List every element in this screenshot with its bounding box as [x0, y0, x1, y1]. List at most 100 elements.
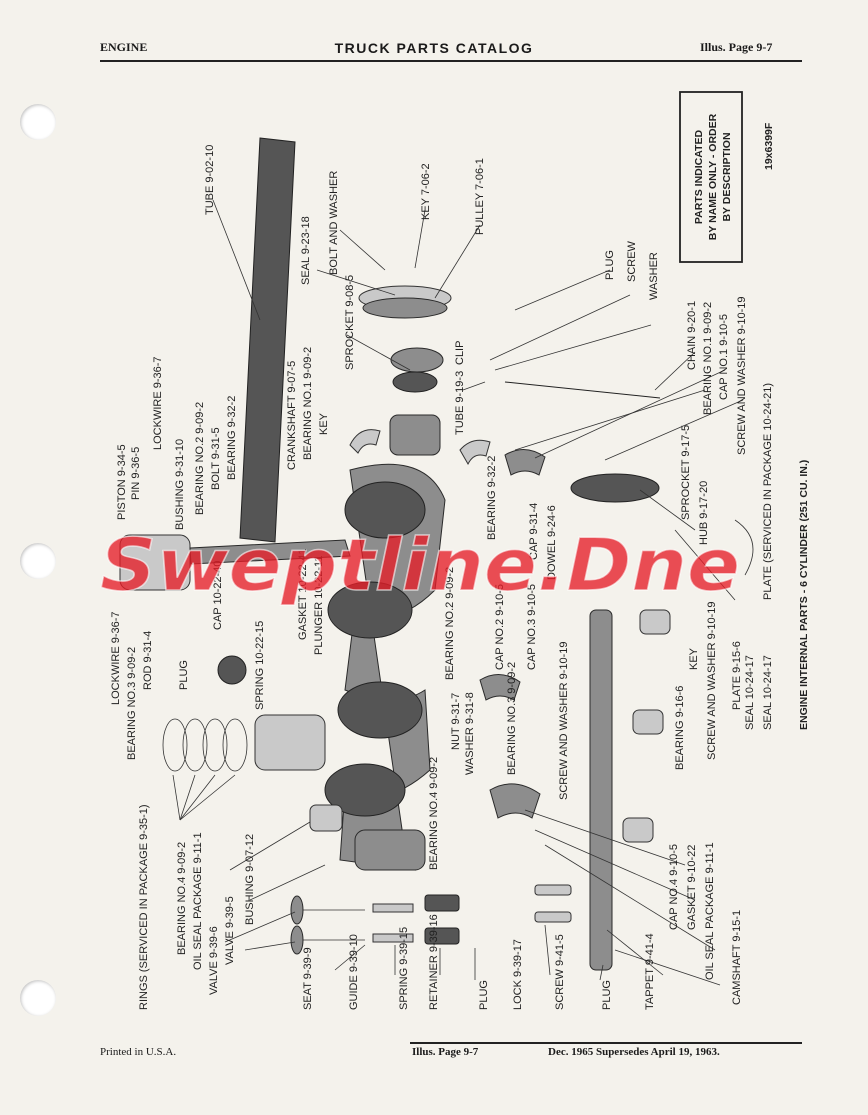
tube-part — [239, 137, 296, 543]
label-bearing-916: BEARING 9-16-6 — [674, 686, 686, 770]
main-bearing-cap-4 — [489, 783, 541, 819]
label-screw-941: SCREW 9-41-5 — [554, 934, 566, 1010]
label-pulley: PULLEY 7-06-1 — [474, 158, 486, 235]
label-clip: CLIP — [454, 341, 466, 365]
footer-page-number: Illus. Page 9-7 — [412, 1046, 479, 1058]
label-valve-395: VALVE 9-39-5 — [224, 896, 236, 965]
valve-guide-1 — [372, 903, 414, 913]
cam-sprocket-part — [570, 473, 660, 503]
label-plate-serviced: PLATE (SERVICED IN PACKAGE 10-24-21) — [762, 383, 774, 600]
valve-spring-2 — [424, 927, 460, 945]
label-camshaft: CAMSHAFT 9-15-1 — [731, 910, 743, 1005]
label-tube-919: TUBE 9-19-3 — [454, 371, 466, 435]
label-seat: SEAT 9-39-9 — [302, 947, 314, 1010]
parts-illustration — [119, 137, 754, 971]
valve-spring-1 — [424, 894, 460, 912]
label-cap-no4: CAP NO.4 9-10-5 — [668, 844, 680, 930]
label-spring-939: SPRING 9-39-15 — [398, 927, 410, 1010]
label-rod: ROD 9-31-4 — [142, 631, 154, 690]
label-dowel: DOWEL 9-24-6 — [546, 505, 558, 580]
label-crankshaft: CRANKSHAFT 9-07-5 — [286, 361, 298, 470]
label-bushing-907: BUSHING 9-07-12 — [244, 834, 256, 925]
illustration-page-number: Illus. Page 9-7 — [700, 40, 773, 54]
label-key-706: KEY 7-06-2 — [420, 163, 432, 220]
label-bearing-no1-right: BEARING NO.1 9-09-2 — [702, 302, 714, 415]
label-bearing-no2-mid: BEARING NO.2 9-09-2 — [444, 567, 456, 680]
pulley-groove-part — [362, 297, 448, 319]
main-bearing-cap-3 — [479, 674, 521, 701]
label-nut: NUT 9-31-7 — [450, 693, 462, 750]
footer-date: Dec. 1965 Supersedes April 19, 1963. — [548, 1046, 720, 1058]
label-gasket-1022: GASKET 10-22-41 — [297, 548, 309, 640]
label-retainer: RETAINER 9-39-16 — [428, 914, 440, 1010]
catalog-title: TRUCK PARTS CATALOG — [334, 40, 534, 56]
label-plug-bottom-b: PLUG — [601, 980, 613, 1010]
ring-4 — [222, 718, 248, 772]
label-washer-top: WASHER — [648, 252, 660, 300]
label-cap-931: CAP 9-31-4 — [528, 503, 540, 560]
binder-hole-middle — [20, 543, 56, 579]
label-oil-seal-left: OIL SEAL PACKAGE 9-11-1 — [192, 832, 204, 970]
crank-flange-part — [354, 829, 426, 871]
header-rule — [100, 60, 802, 62]
oil-plug-part — [217, 655, 247, 685]
label-bearing-no1-left: BEARING NO.1 9-09-2 — [302, 347, 314, 460]
label-tube-top: TUBE 9-02-10 — [204, 145, 216, 215]
label-sprocket-917: SPROCKET 9-17-5 — [680, 425, 692, 520]
label-plug-mid: PLUG — [178, 660, 190, 690]
label-lock: LOCK 9-39-17 — [512, 939, 524, 1010]
label-seal-1024-a: SEAL 10-24-17 — [744, 655, 756, 730]
rear-seal-part — [734, 519, 754, 576]
cam-bearing-3 — [639, 609, 671, 635]
bearing-shell-rear — [309, 804, 343, 832]
label-bushing-931: BUSHING 9-31-10 — [174, 439, 186, 530]
main-bearing-cap-1 — [504, 449, 546, 476]
label-bearing-no4-left: BEARING NO.4 9-09-2 — [176, 842, 188, 955]
crankshaft-nose-part — [389, 414, 441, 456]
label-oil-seal-right: OIL SEAL PACKAGE 9-11-1 — [704, 842, 716, 980]
leader-lines — [172, 199, 744, 986]
ring-3 — [202, 718, 228, 772]
bearing-shell-2 — [459, 439, 491, 466]
timing-chain-part — [504, 381, 661, 399]
notice-line-3: BY DESCRIPTION — [721, 132, 733, 221]
binder-hole-top — [20, 104, 56, 140]
label-chain: CHAIN 9-20-1 — [686, 301, 698, 370]
label-seal-1024-b: SEAL 10-24-17 — [762, 655, 774, 730]
label-bearing-932-mid: BEARING 9-32-2 — [486, 456, 498, 540]
label-spring-1022: SPRING 10-22-15 — [254, 621, 266, 710]
piston-lower-part — [254, 714, 326, 771]
notice-line-2: BY NAME ONLY - ORDER — [707, 113, 719, 240]
piston-top-part — [119, 534, 191, 591]
valve-head-1 — [290, 895, 304, 925]
seal-part — [390, 347, 444, 373]
label-bearing-no3-left: BEARING NO.3 9-09-2 — [126, 647, 138, 760]
notice-line-1: PARTS INDICATED — [693, 130, 705, 225]
diagram-caption: ENGINE INTERNAL PARTS - 6 CYLINDER (251 … — [798, 460, 810, 730]
connecting-rod-part — [189, 539, 351, 565]
section-title: ENGINE — [100, 40, 148, 54]
label-gasket-910: GASKET 9-10-22 — [686, 845, 698, 930]
label-washer-931: WASHER 9-31-8 — [464, 692, 476, 775]
label-bolt-931: BOLT 9-31-5 — [210, 427, 222, 490]
label-screw-top: SCREW — [626, 240, 638, 282]
label-seal-top: SEAL 9-23-18 — [300, 216, 312, 285]
label-pin: PIN 9-36-5 — [130, 447, 142, 500]
valve-head-2 — [290, 925, 304, 955]
label-key-bottom: KEY — [688, 647, 700, 670]
label-cap-no2: CAP NO.2 9-10-5 — [494, 584, 506, 670]
label-lockwire-bottom: LOCKWIRE 9-36-7 — [110, 611, 122, 705]
label-hub: HUB 9-17-20 — [698, 481, 710, 545]
label-plunger: PLUNGER 10-22-11 — [313, 556, 325, 655]
label-valve-396: VALVE 9-39-6 — [208, 926, 220, 995]
sprocket-part — [392, 371, 438, 393]
label-bearing-no4-mid: BEARING NO.4 9-09-2 — [428, 757, 440, 870]
camshaft-part — [589, 609, 613, 971]
binder-hole-bottom — [20, 980, 56, 1016]
label-cap-no3: CAP NO.3 9-10-5 — [526, 584, 538, 670]
exploded-parts-diagram: PARTS INDICATED BY NAME ONLY - ORDER BY … — [99, 91, 810, 1010]
part-labels: TUBE 9-02-10 SEAL 9-23-18 BOLT AND WASHE… — [110, 145, 774, 1010]
label-plug-top: PLUG — [604, 250, 616, 280]
label-cap-1022: CAP 10-22-40 — [212, 560, 224, 630]
crank-web-2 — [327, 581, 413, 639]
